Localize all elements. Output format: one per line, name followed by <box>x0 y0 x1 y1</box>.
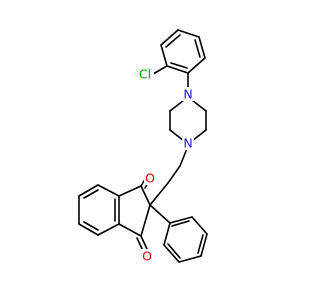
structure-canvas: Cl N N O O <box>78 29 208 264</box>
molecule-structure: Cl N N O O <box>78 29 208 264</box>
chlorine-label: Cl <box>139 67 151 82</box>
indandione-core <box>78 184 151 237</box>
oxygen-top-label: O <box>145 171 155 186</box>
chlorophenyl-ring <box>160 29 206 74</box>
atom-n-top: N <box>182 87 194 102</box>
oxygen-bottom-label: O <box>142 249 152 264</box>
atom-cl: Cl <box>136 66 154 82</box>
atom-o-bottom: O <box>141 249 153 264</box>
bond-to-phenyl <box>149 204 171 224</box>
atom-o-top: O <box>144 171 156 186</box>
phenyl-ring <box>163 216 208 263</box>
nitrogen-bottom-label: N <box>183 136 192 151</box>
atom-n-bottom: N <box>182 136 194 151</box>
nitrogen-top-label: N <box>183 87 192 102</box>
piperazine-ring <box>169 96 207 142</box>
bond-ring-to-cl <box>152 65 168 75</box>
